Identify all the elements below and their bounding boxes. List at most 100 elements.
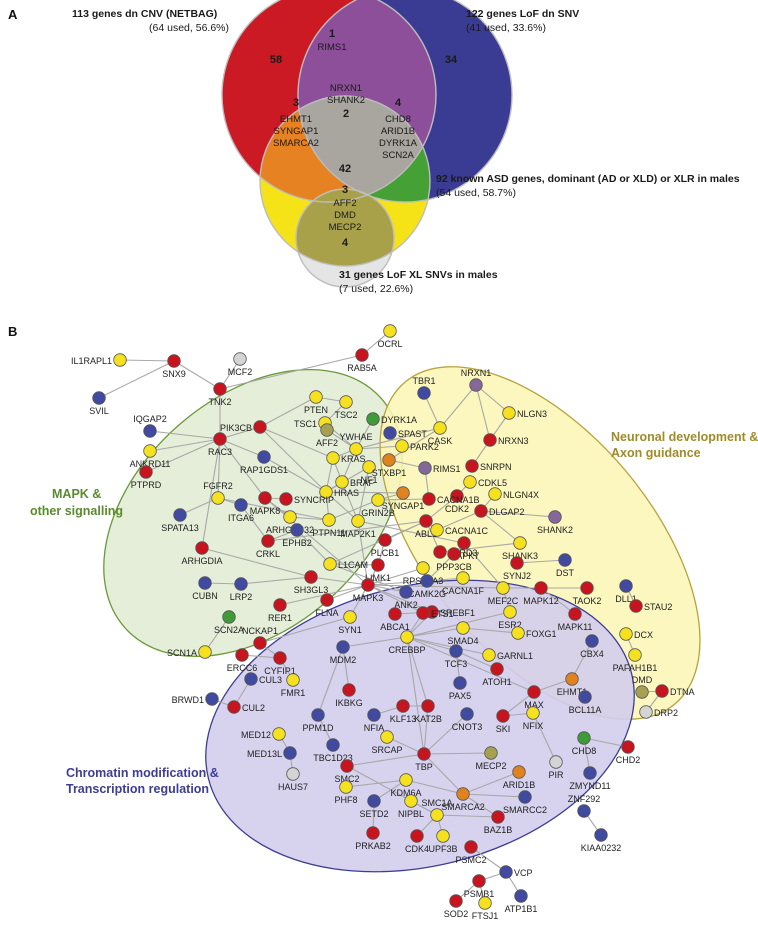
venn-region-count: 42: [339, 163, 351, 175]
gene-node-cask: CASK: [428, 421, 452, 446]
edge-crebbp-max: [406, 636, 535, 693]
gene-node-circle: [639, 705, 653, 719]
gene-label: IQGAP2: [133, 414, 167, 424]
gene-node-scn1a: SCN1A: [167, 645, 212, 659]
edge-pik3cb-pten: [259, 396, 317, 428]
venn-label-xl-sub: (7 used, 22.6%): [339, 283, 413, 295]
gene-label: TNK2: [208, 397, 231, 407]
gene-node-circle: [478, 896, 492, 910]
gene-label: SCN1A: [167, 648, 197, 658]
gene-node-circle: [548, 510, 562, 524]
edge-ankrd11-rac3: [149, 438, 221, 452]
gene-node-circle: [309, 390, 323, 404]
gene-node-circle: [371, 493, 385, 507]
venn-region-gene: SHANK2: [327, 95, 365, 106]
gene-label: BRWD1: [172, 695, 204, 705]
gene-label: NFIX: [523, 721, 544, 731]
gene-label: TSC2: [334, 410, 357, 420]
gene-node-lrp2: LRP2: [230, 577, 252, 602]
gene-label: MAPK8: [250, 506, 281, 516]
gene-node-ankrd11: ANKRD11: [130, 444, 170, 469]
gene-node-circle: [395, 439, 409, 453]
gene-node-garnl1: GARNL1: [482, 648, 533, 662]
gene-node-circle: [222, 610, 236, 624]
gene-label: NCKAP1: [242, 626, 278, 636]
gene-node-circle: [449, 644, 463, 658]
gene-node-circle: [342, 683, 356, 697]
edge-itga6-crkl: [240, 504, 269, 542]
edge-crkl-abl1: [267, 520, 427, 542]
gene-node-dmd: DMD: [632, 675, 653, 699]
gene-node-circle: [456, 571, 470, 585]
gene-node-nfix: NFIX: [523, 706, 544, 731]
gene-node-circle: [113, 353, 127, 367]
gene-node-circle: [351, 514, 365, 528]
gene-label: PRKAB2: [355, 841, 391, 851]
edge-mapk12-mapk11: [540, 587, 576, 615]
gene-node-ppp3cb: PPP3CB: [436, 547, 472, 572]
gene-node-mapk12: MAPK12: [523, 581, 559, 606]
edge-rac3-rap1gds1: [219, 438, 265, 458]
gene-label: TBC1D23: [313, 753, 353, 763]
gene-node-grin2b: GRIN2B: [361, 493, 395, 518]
cluster-label-mapk: MAPK & other signalling: [30, 487, 123, 518]
gene-node-circle: [410, 829, 424, 843]
gene-node-circle: [92, 391, 106, 405]
gene-node-park2: PARK2: [395, 439, 439, 453]
gene-label: NFIA: [364, 723, 385, 733]
gene-node-circle: [621, 740, 635, 754]
gene-node-scn2a: SCN2A: [214, 610, 244, 635]
edge-snx9-tnk2: [173, 360, 221, 390]
gene-label: KIAA0232: [581, 843, 622, 853]
gene-node-circle: [465, 459, 479, 473]
gene-node-circle: [629, 599, 643, 613]
gene-node-kat2b: KAT2B: [414, 699, 442, 724]
venn-label-cnv-title: 113 genes dn CNV (NETBAG): [72, 8, 217, 20]
gene-node-circle: [628, 648, 642, 662]
edge-pik3cb-kras: [259, 426, 334, 459]
gene-node-shank3: SHANK3: [502, 536, 538, 561]
gene-node-circle: [213, 382, 227, 396]
gene-node-cul3: CUL3: [244, 672, 282, 686]
gene-label: NF1: [360, 475, 377, 485]
gene-node-tnk2: TNK2: [208, 382, 232, 407]
gene-node-circle: [143, 424, 157, 438]
gene-node-smc1a: SMC1A: [421, 798, 453, 822]
edge-smc2-tbp: [346, 753, 425, 767]
gene-node-kdm6a: KDM6A: [390, 773, 422, 798]
gene-node-circle: [283, 746, 297, 760]
gene-node-circle: [339, 780, 353, 794]
gene-node-circle: [568, 607, 582, 621]
gene-node-circle: [205, 692, 219, 706]
gene-node-circle: [430, 808, 444, 822]
gene-label: SH3GL3: [294, 585, 329, 595]
cluster-label-chromatin-line1: Chromatin modification &: [66, 766, 219, 780]
venn-region-gene: SMARCA2: [273, 138, 319, 149]
gene-label: BCL11A: [569, 705, 602, 715]
venn-label-asd-title: 92 known ASD genes, dominant (AD or XLD)…: [436, 173, 740, 185]
gene-node-circle: [366, 826, 380, 840]
gene-node-circle: [323, 557, 337, 571]
gene-node-snrpn: SNRPN: [465, 459, 512, 473]
gene-node-circle: [322, 513, 336, 527]
gene-node-circle: [416, 606, 430, 620]
gene-node-circle: [198, 576, 212, 590]
gene-node-rer1: RER1: [268, 598, 292, 623]
gene-label: SMARCA2: [441, 802, 485, 812]
gene-node-spast: SPAST: [383, 426, 427, 440]
gene-node-circle: [227, 700, 241, 714]
gene-node-circle: [320, 593, 334, 607]
edge-smc1a-baz1b: [436, 814, 499, 818]
edge-rps6ka3-mapk3: [367, 567, 424, 586]
edge-hras-map2k1: [325, 491, 359, 522]
gene-label: NRXN3: [498, 436, 529, 446]
gene-node-mef2c: MEF2C: [488, 581, 519, 606]
edge-cask-nrxn1: [439, 384, 477, 429]
gene-node-tsc2: TSC2: [334, 395, 358, 420]
edge-mapk8-mapk3: [264, 497, 369, 586]
gene-label: TBP: [415, 762, 433, 772]
edge-mapk3-ets1: [367, 584, 424, 614]
edge-synj2-dst: [516, 559, 566, 564]
gene-label: FTSJ1: [472, 911, 499, 921]
edge-il1rapl1-snx9: [119, 359, 175, 362]
